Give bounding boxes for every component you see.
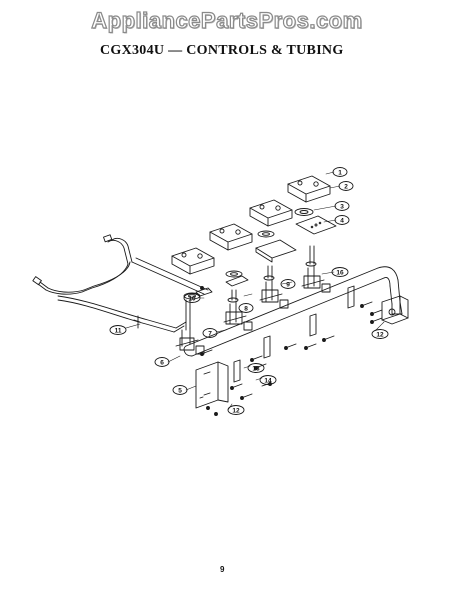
screws — [200, 286, 383, 416]
callout-9: 9 — [280, 279, 296, 289]
svg-text:5: 5 — [178, 388, 182, 395]
page-number: 9 — [220, 565, 225, 574]
manifold-brackets — [233, 285, 355, 383]
callout-12-regulator: 12 — [371, 329, 389, 339]
svg-text:8: 8 — [244, 306, 248, 313]
top-cap-3 — [209, 223, 253, 251]
gas-tubing-long — [32, 234, 133, 295]
pressure-regulator — [381, 295, 409, 325]
callout-10: 10 — [183, 293, 201, 303]
gasket-ring-3 — [294, 208, 314, 216]
callout-4: 4 — [334, 215, 350, 225]
valve-assembly-4 — [301, 245, 331, 293]
svg-text:14: 14 — [264, 378, 272, 385]
svg-text:11: 11 — [115, 328, 122, 335]
svg-text:10: 10 — [188, 296, 196, 303]
svg-text:7: 7 — [208, 331, 212, 338]
callout-11: 11 — [109, 325, 127, 335]
callout-5: 5 — [172, 385, 188, 395]
svg-text:16: 16 — [336, 270, 344, 277]
gasket-ring-left — [225, 270, 249, 287]
gas-manifold — [183, 266, 403, 357]
callout-12: 12 — [227, 405, 245, 415]
tubing-upper — [131, 257, 209, 295]
svg-text:12: 12 — [232, 408, 240, 415]
svg-text:9: 9 — [286, 282, 290, 289]
top-cap-4 — [171, 247, 215, 275]
callout-14: 14 — [259, 375, 277, 385]
gasket-ring-mid — [257, 230, 275, 238]
svg-text:6: 6 — [160, 360, 164, 367]
svg-text:4: 4 — [340, 218, 344, 225]
callout-1: 1 — [332, 167, 348, 177]
callout-8: 8 — [238, 303, 254, 313]
plate-middle — [255, 239, 297, 263]
valve-assembly-2 — [223, 289, 253, 331]
gasket-ring-10 — [183, 287, 213, 300]
svg-text:3: 3 — [340, 204, 344, 211]
callout-7: 7 — [202, 328, 218, 338]
svg-text:12: 12 — [376, 332, 384, 339]
svg-text:2: 2 — [344, 184, 348, 191]
watermark-logo: AppliancePartsPros.com — [91, 7, 363, 33]
callout-13: 13 — [247, 363, 265, 373]
svg-text:1: 1 — [338, 170, 342, 177]
svg-text:13: 13 — [252, 366, 260, 373]
page-title: CGX304U — CONTROLS & TUBING — [100, 43, 344, 58]
callout-16: 16 — [331, 267, 349, 277]
top-cap-2 — [249, 199, 293, 227]
top-cap-1 — [287, 175, 331, 203]
support-bracket — [195, 361, 229, 409]
valve-assembly-3 — [259, 265, 289, 309]
gas-tubing-short — [57, 295, 187, 333]
valve-assembly-1 — [175, 299, 205, 355]
leader-lines — [125, 171, 385, 411]
callout-2: 2 — [338, 181, 354, 191]
plate-right — [295, 215, 337, 235]
callout-6: 6 — [154, 357, 170, 367]
callout-3: 3 — [334, 201, 350, 211]
